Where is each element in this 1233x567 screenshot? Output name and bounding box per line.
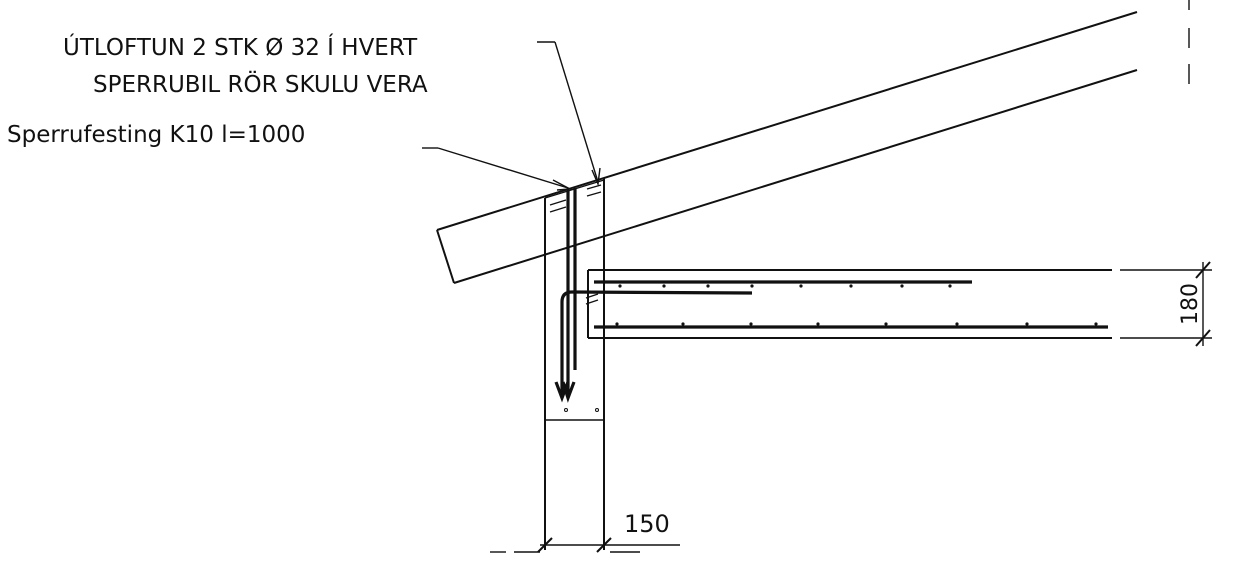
slab-thickness-label: 180 (1178, 283, 1203, 325)
leader-lines (422, 41, 601, 191)
wall-thickness-label: 150 (624, 510, 670, 538)
outlet-note-line2: SPERRUBIL RÖR SKULU VERA (93, 70, 428, 98)
wall-dimension (490, 537, 680, 553)
wall-rebar (554, 188, 753, 412)
outlet-note-line1: ÚTLOFTUN 2 STK Ø 32 Í HVERT (63, 33, 418, 61)
rafter-fixing-note: Sperrufesting K10 l=1000 (7, 122, 305, 148)
roof-rafter (436, 11, 1138, 284)
slab-dimension (1120, 261, 1212, 347)
floor-slab (587, 269, 1112, 339)
